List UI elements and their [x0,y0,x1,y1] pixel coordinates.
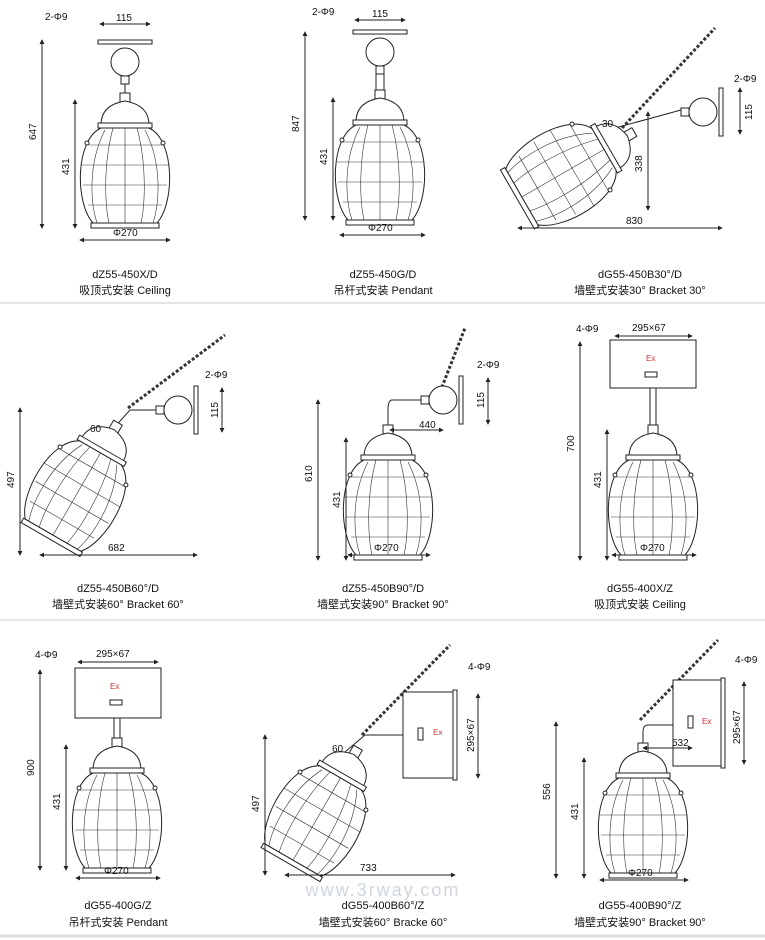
install-caption: 墙壁式安装60° Bracke 60° [319,915,448,929]
reach-dim: 440 [419,420,436,431]
lamp-height-dim: 431 [570,803,581,820]
angle-dim: 60 [90,424,102,435]
total-height-dim: 647 [28,123,39,140]
reach-dim: 830 [626,216,643,227]
flange-dim: 115 [476,392,487,408]
box-dim: 295×67 [732,710,743,744]
flange-dim: 115 [210,402,221,418]
panel-bracket90-450: 2-Φ9 115 440 610 431 Φ270 dZ55-450B90°/D… [304,327,500,611]
model-label: dZ55-450B60°/D [77,583,159,595]
install-caption: 吸顶式安装 Ceiling [79,283,171,297]
model-label: dG55-400X/Z [607,583,673,595]
install-caption: 墙壁式安装60° Bracket 60° [52,597,184,611]
hole-dim: 2-Φ9 [205,370,228,381]
lamp-body [607,424,699,561]
panel-ceiling-400: Ex 4-Φ9 295×67 700 431 Φ270 dG55-400X/Z … [566,323,699,611]
diameter-dim: Φ270 [113,228,138,239]
install-caption: 墙壁式安装30° Bracket 30° [574,283,706,297]
junction-box [672,679,722,767]
chain [360,643,452,737]
hole-dim: 2-Φ9 [45,12,68,23]
flange-dim: 115 [744,104,755,120]
box-dim: 295×67 [466,718,477,752]
hole-dim: 4-Φ9 [35,650,58,661]
total-height-dim: 900 [26,759,37,776]
lamp-body [342,424,434,561]
total-height-dim: 847 [291,115,302,132]
lamp-body [71,737,163,874]
junction-box [74,667,162,719]
install-caption: 墙壁式安装90° Bracket 90° [574,915,706,929]
mounting-hub [155,385,199,435]
junction-box [609,339,697,389]
panel-ceiling-450: 2-Φ9 115 647 431 Φ270 dZ55-450X/D 吸顶式安装 … [28,12,171,297]
panel-bracket60-400: Ex 4-Φ9 295×67 60 497 733 dG55-400B60°/Z… [251,643,491,929]
install-caption: 吸顶式安装 Ceiling [594,597,686,611]
chain [127,333,226,410]
hole-dim: 4-Φ9 [735,655,758,666]
lamp-height-dim: 431 [52,793,63,810]
hole-dim: 2-Φ9 [734,74,757,85]
model-label: dG55-400B90°/Z [599,900,682,912]
hole-dim: 2-Φ9 [477,360,500,371]
total-height-dim: 556 [542,783,553,800]
diameter-dim: Φ270 [374,543,399,554]
junction-box [402,691,454,779]
box-dim: 295×67 [96,649,130,660]
install-caption: 吊杆式安装 Pendant [333,283,432,297]
lamp-body [11,399,158,563]
panel-bracket60-450: 2-Φ9 115 60 497 682 dZ55-450B60°/D 墙壁式安装… [6,333,228,611]
ex-mark: Ex [702,717,711,726]
model-label: dG55-400G/Z [84,900,152,912]
panel-bracket30-450: 2-Φ9 115 30 338 830 dG55-450B30°/D 墙壁式安装… [494,26,757,297]
model-label: dZ55-450G/D [350,269,417,281]
lamp-height-dim: 431 [332,491,343,508]
reach-dim: 682 [108,543,125,554]
mounting-hub [680,87,724,137]
reach-dim: 532 [672,738,689,749]
reach-dim: 733 [360,863,377,874]
lamp-body [79,92,171,229]
total-height-dim: 610 [304,465,315,482]
hole-dim: 4-Φ9 [576,324,599,335]
mounting-hub [97,39,153,85]
hole-dim: 4-Φ9 [468,662,491,673]
panel-pendant-400: Ex 4-Φ9 295×67 900 431 Φ270 dG55-400G/Z … [26,649,168,929]
diameter-dim: Φ270 [640,543,665,554]
model-label: dG55-400B60°/Z [342,900,425,912]
model-label: dZ55-450X/D [92,269,157,281]
lamp-height-dim: 431 [593,471,604,488]
diameter-dim: Φ270 [628,868,653,879]
install-caption: 墙壁式安装90° Bracket 90° [317,597,449,611]
install-caption: 吊杆式安装 Pendant [68,915,167,929]
diameter-dim: Φ270 [104,866,129,877]
ex-mark: Ex [110,682,119,691]
mounting-hub [352,29,408,75]
diameter-dim: Φ270 [368,223,393,234]
total-height-dim: 700 [566,435,577,452]
lamp-height-dim: 431 [61,158,72,175]
model-label: dG55-450B30°/D [598,269,682,281]
ex-mark: Ex [433,728,442,737]
height-dim: 497 [251,795,262,812]
chain [620,26,717,130]
model-label: dZ55-450B90°/D [342,583,424,595]
panel-bracket90-400: Ex 4-Φ9 295×67 532 556 431 Φ270 dG55-400… [542,638,758,929]
flange-dim: 115 [372,9,388,20]
chain [438,327,467,393]
angle-dim: 30 [602,119,614,130]
panel-pendant-450: 2-Φ9 115 847 431 Φ270 dZ55-450G/D 吊杆式安装 … [291,7,433,297]
hole-dim: 2-Φ9 [312,7,335,18]
box-dim: 295×67 [632,323,666,334]
watermark: www.3rway.com [305,880,461,900]
lamp-height-dim: 431 [319,148,330,165]
lamp-body [334,89,426,226]
ex-mark: Ex [646,354,655,363]
height-dim: 497 [6,471,17,488]
flange-dim: 115 [116,13,132,24]
angle-dim: 60 [332,744,344,755]
height-dim: 338 [634,155,645,172]
mounting-hub [420,375,464,425]
